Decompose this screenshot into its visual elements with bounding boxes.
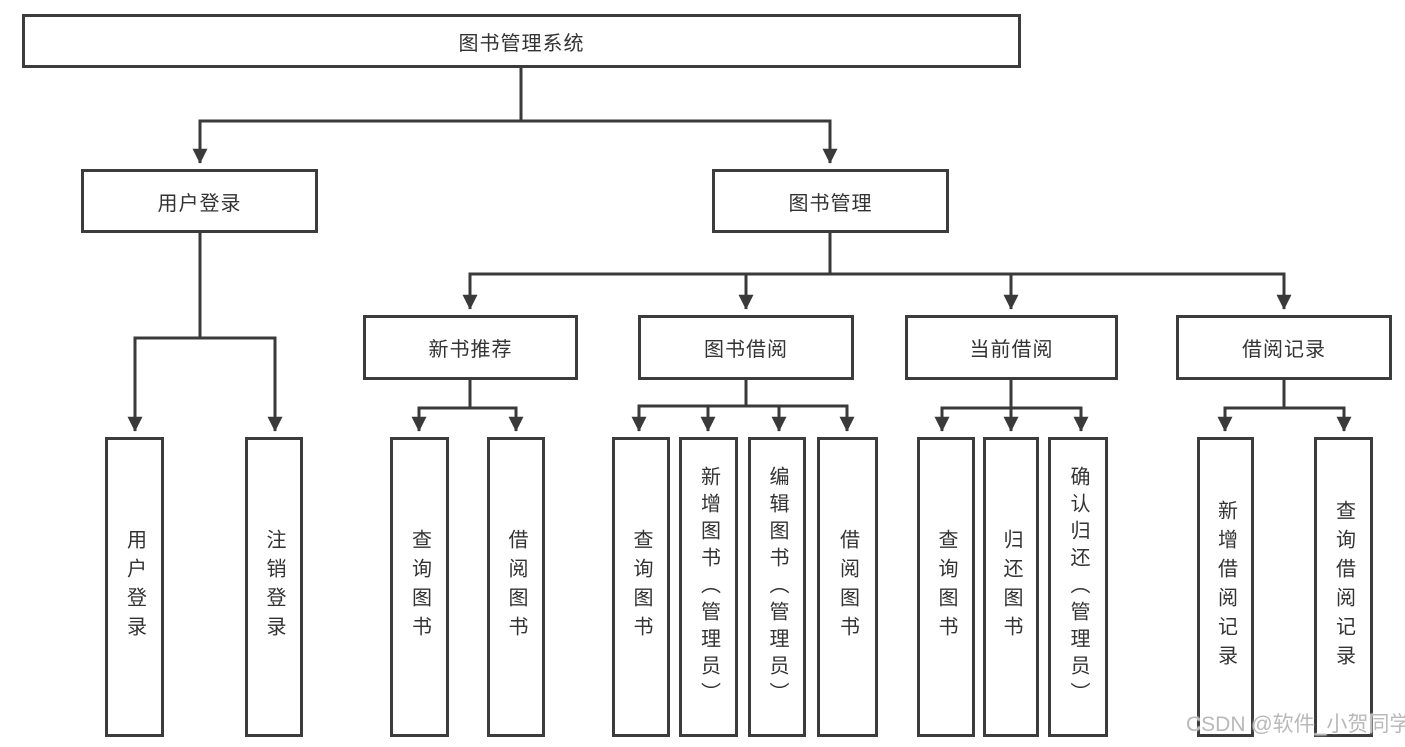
leaf-query-borrow-record: 查询借阅记录 (1314, 437, 1373, 737)
leaf-user-login: 用户登录 (105, 437, 164, 737)
node-label: 新书推荐 (428, 339, 513, 361)
leaf-add-books-admin: 新增图书（管理员） (679, 437, 738, 737)
node-book-management-branch: 图书管理 (712, 169, 949, 233)
leaf-label: 注销登录 (263, 529, 285, 645)
node-label: 图书借阅 (704, 339, 788, 361)
leaf-label: 编辑图书（管理员） (766, 465, 788, 709)
node-label: 当前借阅 (969, 339, 1054, 361)
leaf-label: 查询图书 (408, 529, 431, 645)
node-user-login-branch: 用户登录 (81, 169, 318, 233)
leaf-label: 查询图书 (935, 529, 957, 645)
leaf-logout: 注销登录 (245, 437, 303, 737)
leaf-query-books-recommend: 查询图书 (390, 437, 449, 737)
node-borrowing-records: 借阅记录 (1176, 315, 1392, 380)
leaf-label: 归还图书 (1000, 529, 1022, 645)
node-current-borrowing: 当前借阅 (905, 315, 1118, 380)
node-root-library-management-system: 图书管理系统 (22, 14, 1021, 68)
leaf-label: 新增借阅记录 (1214, 500, 1237, 674)
node-label: 用户登录 (157, 192, 242, 215)
node-book-borrowing: 图书借阅 (638, 315, 854, 380)
leaf-label: 借阅图书 (505, 529, 527, 645)
leaf-label: 借阅图书 (836, 529, 859, 645)
leaf-confirm-return-admin: 确认归还（管理员） (1048, 437, 1108, 737)
node-label: 图书管理 (788, 192, 873, 215)
leaf-return-books: 归还图书 (983, 437, 1039, 737)
leaf-query-books-borrowing: 查询图书 (612, 437, 670, 737)
csdn-watermark: CSDN @软件_小贺同学 (1186, 713, 1405, 736)
leaf-label: 查询借阅记录 (1332, 500, 1355, 674)
leaf-edit-books-admin: 编辑图书（管理员） (748, 437, 806, 737)
connector-arrows (127, 121, 1352, 432)
leaf-label: 查询图书 (630, 529, 652, 645)
leaf-borrow-books-recommend: 借阅图书 (487, 437, 545, 737)
node-label: 借阅记录 (1242, 339, 1326, 361)
leaf-label: 确认归还（管理员） (1067, 465, 1089, 709)
leaf-query-books-current: 查询图书 (917, 437, 975, 737)
node-label: 图书管理系统 (458, 32, 585, 55)
leaf-label: 用户登录 (123, 529, 146, 645)
leaf-label: 新增图书（管理员） (697, 465, 720, 709)
node-new-book-recommendation: 新书推荐 (363, 315, 578, 380)
leaf-borrow-books: 借阅图书 (817, 437, 878, 737)
leaf-add-borrow-record: 新增借阅记录 (1197, 437, 1254, 737)
